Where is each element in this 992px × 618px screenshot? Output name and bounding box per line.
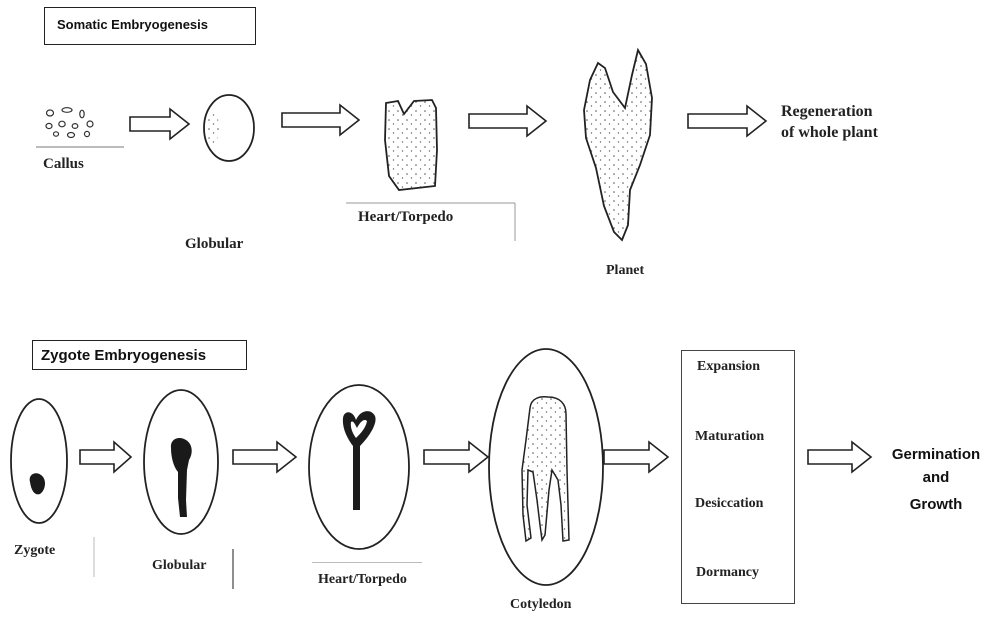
germination-line2: and xyxy=(880,466,992,489)
heart-torpedo-overline xyxy=(312,562,422,563)
zygote-heart-torpedo-embryo-icon xyxy=(309,385,409,549)
arrow-right-icon xyxy=(469,106,546,136)
stage-dormancy: Dormancy xyxy=(696,565,759,581)
germination-label: Germination and Growth xyxy=(880,443,992,516)
planet-embryo-icon xyxy=(584,50,652,240)
arrow-right-icon xyxy=(130,109,189,139)
zygote-heart-torpedo-label: Heart/Torpedo xyxy=(318,572,407,588)
somatic-heart-torpedo-label: Heart/Torpedo xyxy=(358,209,453,226)
arrow-right-icon xyxy=(233,442,296,472)
somatic-globular-label: Globular xyxy=(185,236,243,253)
somatic-globular-embryo-icon xyxy=(204,95,254,161)
arrow-right-icon xyxy=(688,106,766,136)
germination-line3: Growth xyxy=(880,493,992,516)
arrow-right-icon xyxy=(80,442,131,472)
regeneration-line2: of whole plant xyxy=(781,122,878,143)
cotyledon-embryo-icon xyxy=(489,349,603,585)
arrow-right-icon xyxy=(808,442,871,472)
somatic-title: Somatic Embryogenesis xyxy=(57,17,208,32)
zygote-globular-embryo-icon xyxy=(144,390,218,534)
germination-line1: Germination xyxy=(880,443,992,466)
callus-cells-icon xyxy=(46,108,93,138)
callus-label: Callus xyxy=(43,156,84,173)
zygote-embryo-icon xyxy=(11,399,67,523)
zygote-title: Zygote Embryogenesis xyxy=(41,347,206,364)
zygote-globular-label: Globular xyxy=(152,558,206,574)
zygote-title-box: Zygote Embryogenesis xyxy=(32,340,247,370)
stage-expansion: Expansion xyxy=(697,359,760,375)
stage-desiccation: Desiccation xyxy=(695,496,763,512)
arrow-right-icon xyxy=(424,442,488,472)
development-stages-box: Expansion Maturation Desiccation Dormanc… xyxy=(681,350,795,604)
cotyledon-label: Cotyledon xyxy=(510,597,571,613)
regeneration-label: Regeneration of whole plant xyxy=(781,101,878,143)
planet-label: Planet xyxy=(606,263,644,279)
arrow-right-icon xyxy=(282,105,359,135)
zygote-label: Zygote xyxy=(14,543,55,559)
regeneration-line1: Regeneration xyxy=(781,101,878,122)
stage-maturation: Maturation xyxy=(695,429,764,445)
somatic-heart-torpedo-embryo-icon xyxy=(385,100,437,190)
arrow-right-icon xyxy=(604,442,668,472)
somatic-title-box: Somatic Embryogenesis xyxy=(44,7,256,45)
